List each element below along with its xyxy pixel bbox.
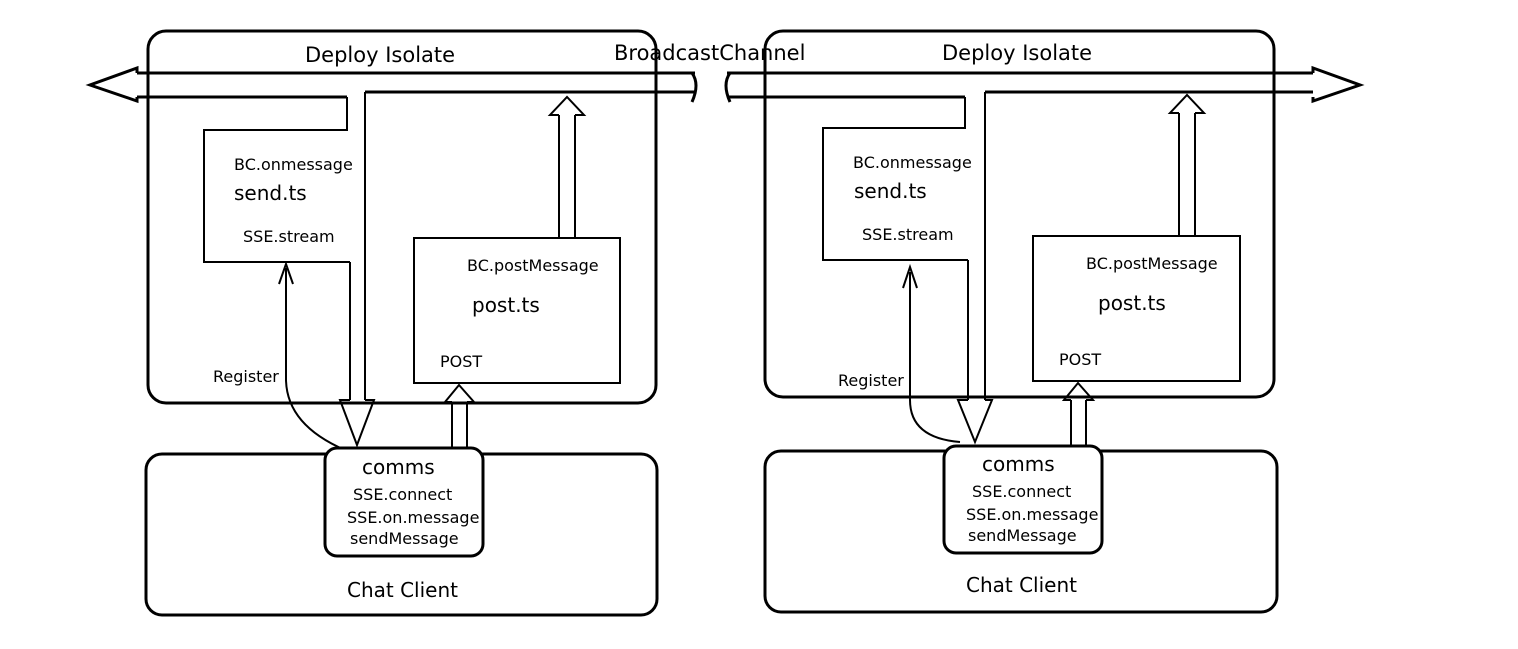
deploy-isolate-title: Deploy Isolate <box>305 43 455 67</box>
comms-send-label: sendMessage <box>350 529 459 548</box>
broadcast-channel-label: BroadcastChannel <box>614 41 805 65</box>
post-file-label: post.ts <box>472 293 540 317</box>
post-to-bus-arrow <box>1167 93 1207 236</box>
comms-to-post-arrow <box>1061 381 1096 447</box>
register-label: Register <box>213 367 279 386</box>
send-onmessage-label: BC.onmessage <box>234 155 353 174</box>
register-label: Register <box>838 371 904 390</box>
comms-connect-label: SSE.connect <box>353 485 452 504</box>
right-diagram: Deploy Isolate BC.onmessage send.ts SSE.… <box>763 29 1279 614</box>
post-ts-box <box>413 237 621 384</box>
deploy-isolate-title: Deploy Isolate <box>942 41 1092 65</box>
comms-on-message-label: SSE.on.message <box>966 505 1098 524</box>
stream-to-comms-arrow <box>956 399 994 445</box>
comms-box <box>323 446 485 558</box>
post-postmessage-label: BC.postMessage <box>1086 254 1218 273</box>
comms-send-label: sendMessage <box>968 526 1077 545</box>
post-ts-box <box>1032 235 1241 382</box>
send-ts-box <box>822 92 986 400</box>
comms-connect-label: SSE.connect <box>972 482 1071 501</box>
post-method-label: POST <box>440 352 482 371</box>
broadcast-channel-bus <box>85 65 1365 104</box>
send-file-label: send.ts <box>854 179 927 203</box>
comms-on-message-label: SSE.on.message <box>347 508 479 527</box>
comms-to-post-arrow <box>442 383 477 450</box>
post-method-label: POST <box>1059 350 1101 369</box>
deploy-isolate-frame <box>763 29 1276 399</box>
register-arrow <box>902 263 961 443</box>
comms-box <box>942 444 1104 555</box>
comms-title: comms <box>982 452 1055 476</box>
send-file-label: send.ts <box>234 181 307 205</box>
register-arrow <box>278 260 346 451</box>
post-to-bus-arrow <box>547 95 587 238</box>
chat-client-label: Chat Client <box>347 578 458 602</box>
deploy-isolate-frame <box>146 29 658 405</box>
left-diagram: Deploy Isolate BC.onmessage send.ts SSE.… <box>144 29 659 617</box>
chat-client-label: Chat Client <box>966 573 1077 597</box>
send-stream-label: SSE.stream <box>243 227 335 246</box>
post-postmessage-label: BC.postMessage <box>467 256 599 275</box>
send-stream-label: SSE.stream <box>862 225 954 244</box>
send-onmessage-label: BC.onmessage <box>853 153 972 172</box>
send-ts-box <box>203 92 366 400</box>
stream-to-comms-arrow <box>338 399 376 448</box>
post-file-label: post.ts <box>1098 291 1166 315</box>
comms-title: comms <box>362 455 435 479</box>
